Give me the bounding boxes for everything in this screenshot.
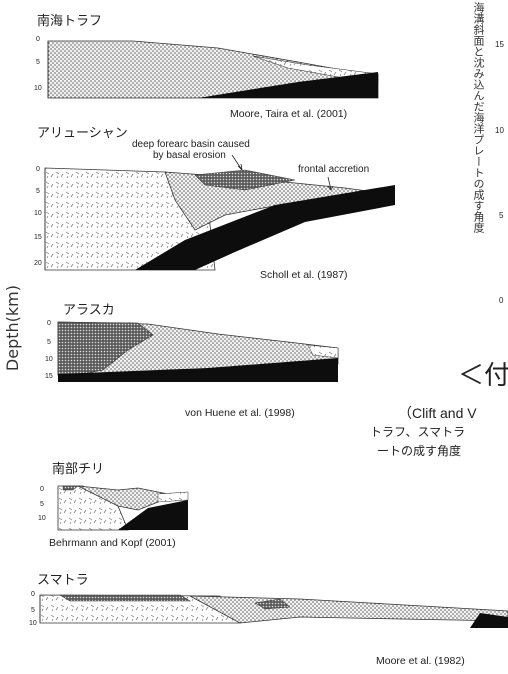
panel-title-south-chile: 南部チリ	[52, 462, 105, 477]
right-tick: 15	[495, 40, 504, 49]
depth-tick: 15	[45, 373, 53, 380]
depth-tick: 0	[40, 486, 44, 493]
citation-aleutian: Scholl et al. (1987)	[260, 269, 348, 281]
right-caption-line: トラフ、スマトラ	[370, 425, 466, 439]
annotation-basin: by basal erosion	[153, 150, 226, 161]
right-caption-big: ＜付	[458, 361, 508, 391]
depth-tick: 10	[45, 356, 53, 363]
arrow-icon	[231, 154, 243, 171]
depth-tick: 5	[36, 188, 40, 195]
depth-tick: 0	[36, 166, 40, 173]
right-tick: 0	[499, 296, 504, 305]
citation-sumatra: Moore et al. (1982)	[376, 655, 465, 667]
depth-tick: 5	[47, 339, 51, 346]
south-chile-cross-section	[57, 485, 189, 531]
citation-alaska: von Huene et al. (1998)	[185, 407, 295, 419]
depth-tick: 10	[29, 620, 37, 627]
depth-tick: 0	[36, 36, 40, 43]
right-caption-line: ートの成す角度	[377, 444, 462, 458]
depth-tick: 0	[31, 591, 35, 598]
depth-tick: 0	[47, 320, 51, 327]
depth-tick: 10	[34, 210, 42, 217]
depth-tick: 5	[36, 59, 40, 66]
panel-title-aleutian: アリューシャン	[37, 126, 128, 141]
annotation-frontal-accretion: frontal accretion	[298, 164, 370, 175]
sumatra-cross-section	[39, 594, 508, 628]
aleutian-cross-section	[44, 167, 395, 271]
citation-south-chile: Behrmann and Kopf (2001)	[49, 537, 176, 549]
right-caption-line: （Clift and V	[398, 405, 477, 421]
right-tick: 5	[499, 211, 504, 220]
citation-nankai: Moore, Taira et al. (2001)	[230, 108, 348, 120]
depth-tick: 20	[34, 260, 42, 267]
panel-title-nankai: 南海トラフ	[37, 14, 103, 29]
depth-tick: 10	[38, 515, 46, 522]
alaska-cross-section	[57, 321, 339, 382]
depth-tick: 5	[40, 501, 44, 508]
nankai-cross-section	[47, 40, 379, 99]
right-tick: 10	[495, 126, 504, 135]
depth-axis-label: Depth(km)	[3, 285, 22, 372]
depth-tick: 15	[34, 234, 42, 241]
depth-tick: 5	[31, 607, 35, 614]
right-vertical-label: 海溝斜面と沈み込んだ海洋プレートの成す角度	[472, 2, 485, 233]
annotation-basin: deep forearc basin caused	[132, 139, 250, 150]
depth-tick: 10	[34, 85, 42, 92]
arrow-icon	[327, 176, 334, 191]
panel-title-sumatra: スマトラ	[37, 573, 89, 588]
panel-title-alaska: アラスカ	[63, 303, 115, 318]
